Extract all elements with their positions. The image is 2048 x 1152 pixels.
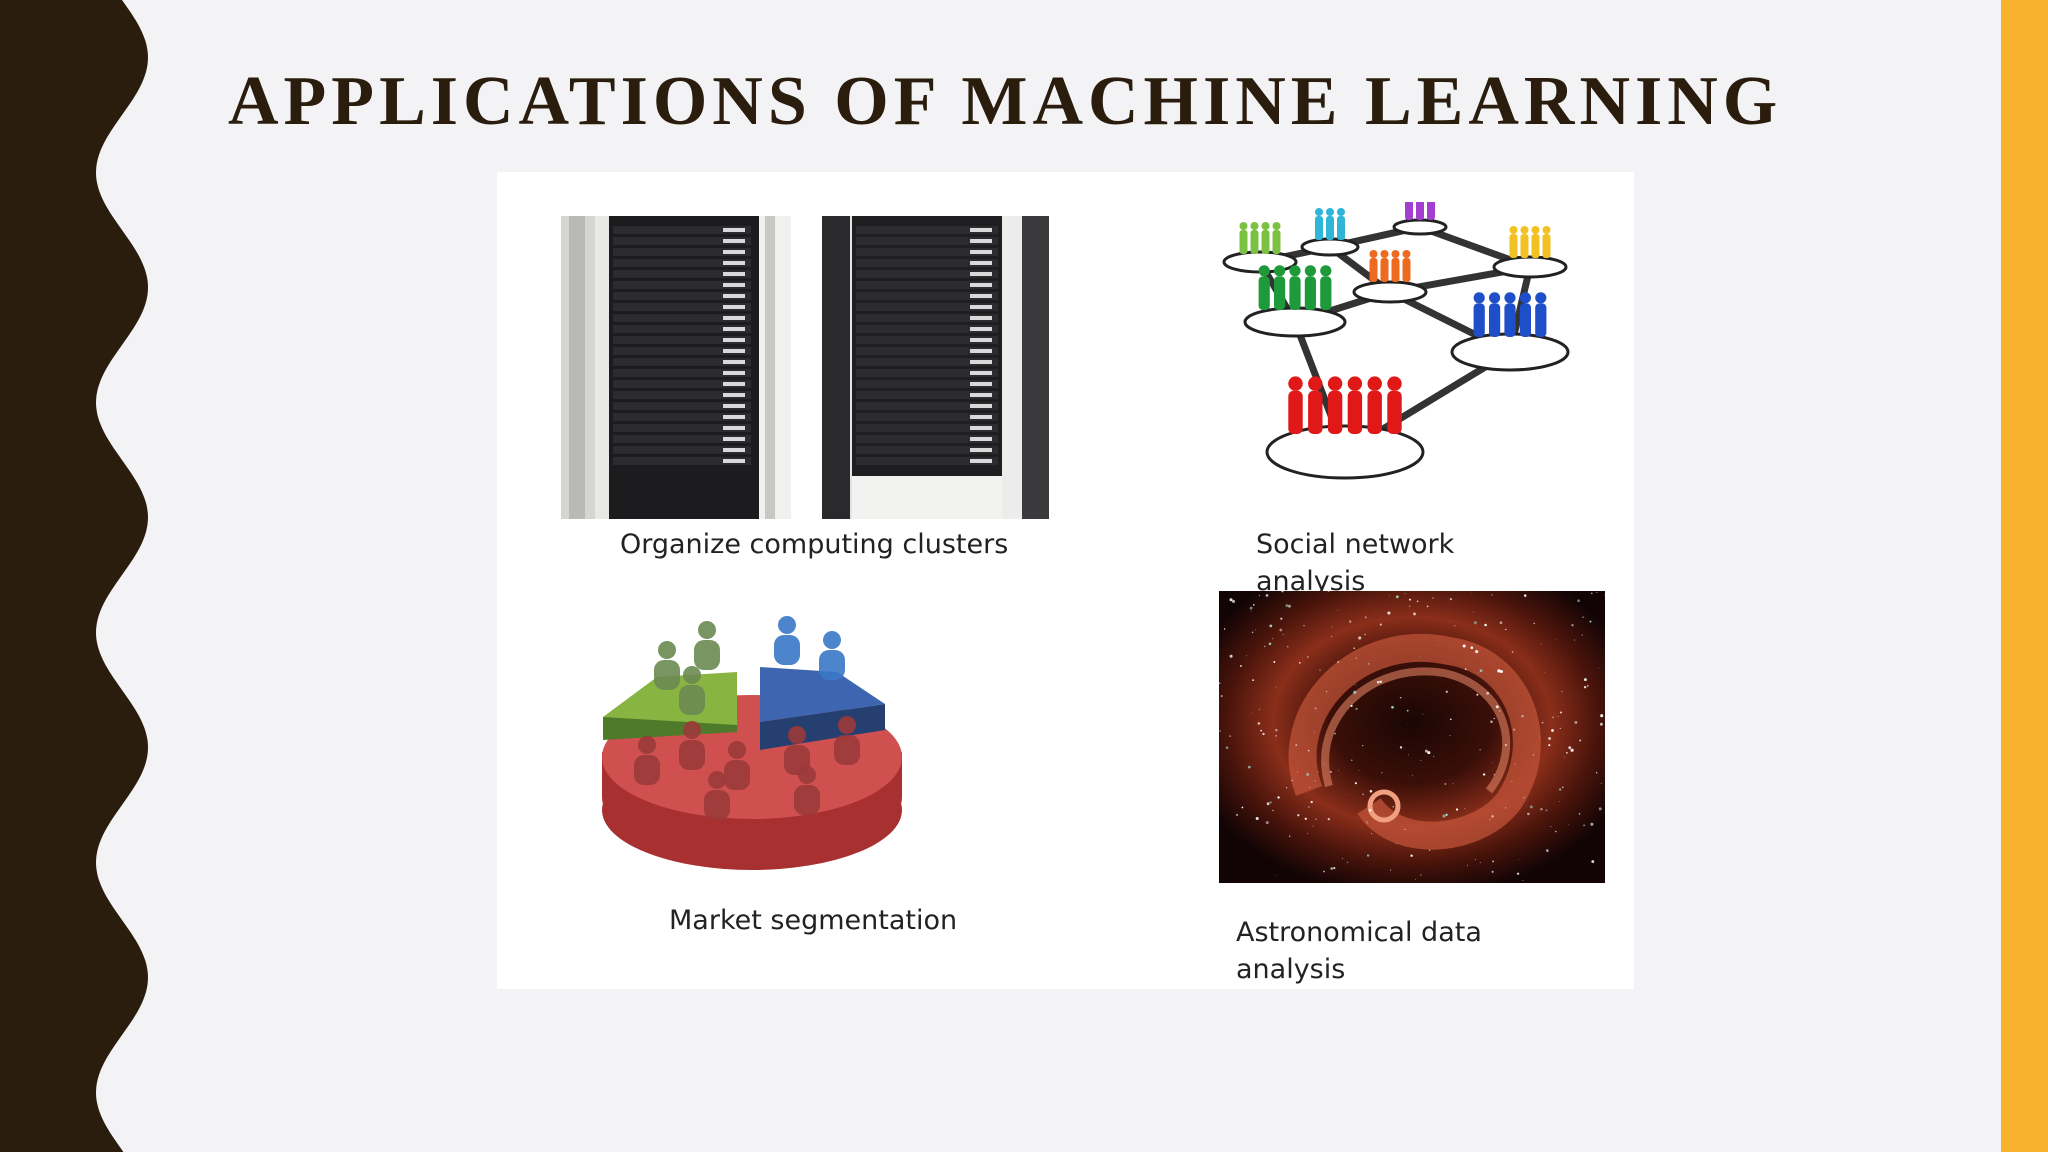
caption-market-segmentation: Market segmentation bbox=[669, 905, 958, 936]
accent-right-bar bbox=[2001, 0, 2048, 1152]
market-segment-pie bbox=[602, 616, 902, 870]
caption-astronomical-data: Astronomical data analysis bbox=[1236, 917, 1482, 985]
server-rack-photo bbox=[561, 216, 791, 519]
wavy-left-border bbox=[0, 0, 148, 1152]
server-rack-photo bbox=[822, 216, 1049, 519]
nebula-photo bbox=[1219, 591, 1605, 883]
caption-computing-clusters: Organize computing clusters bbox=[620, 529, 1009, 560]
social-network-graph bbox=[1222, 202, 1570, 480]
slide-title: APPLICATIONS OF MACHINE LEARNING bbox=[228, 63, 1783, 140]
image-panel: Organize computing clusters bbox=[497, 172, 1634, 989]
caption-social-network: Social network analysis bbox=[1256, 529, 1455, 597]
